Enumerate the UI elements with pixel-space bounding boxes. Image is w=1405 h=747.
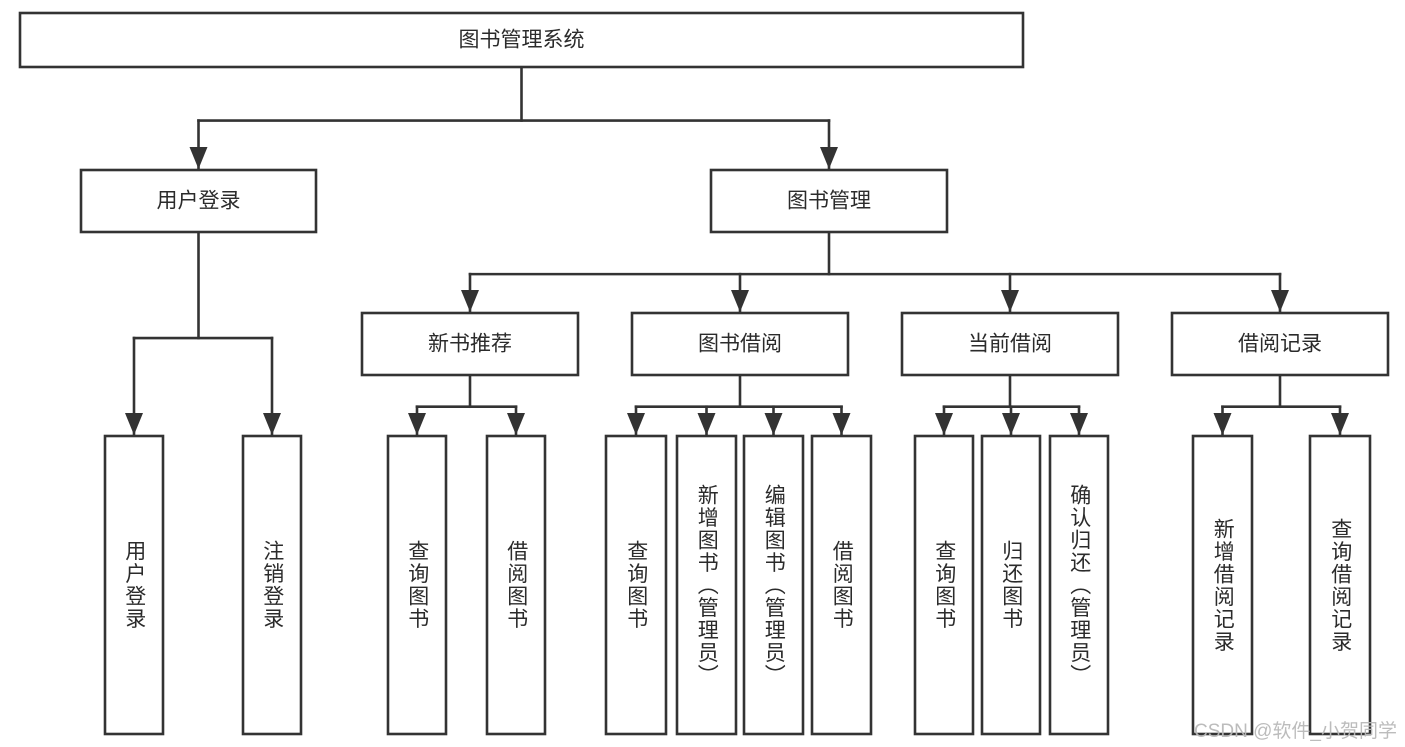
node-box-user-login[interactable] xyxy=(79,168,318,234)
node-box-leaf-edit-book-admin[interactable] xyxy=(742,434,805,736)
arrow-head-icon xyxy=(935,413,953,435)
arrow-head-icon xyxy=(125,413,143,435)
node-box-leaf-borrow-book-rec[interactable] xyxy=(485,434,547,736)
arrow-head-icon xyxy=(189,147,208,169)
node-box-book-borrow[interactable] xyxy=(630,311,850,377)
node-box-leaf-add-book-admin[interactable] xyxy=(675,434,738,736)
arrow-head-icon xyxy=(408,413,426,435)
node-box-leaf-return-book[interactable] xyxy=(980,434,1042,736)
arrow-head-icon xyxy=(263,413,281,435)
node-label-book-manage: 图书管理 xyxy=(787,190,871,213)
arrow-head-icon xyxy=(1271,290,1289,312)
arrow-head-icon xyxy=(820,147,838,169)
arrow-head-icon xyxy=(764,413,783,435)
arrow-head-icon xyxy=(1002,413,1020,435)
node-label-borrow-record: 借阅记录 xyxy=(1238,333,1322,356)
node-box-leaf-query-book-rec[interactable] xyxy=(386,434,448,736)
node-label-current-borrow: 当前借阅 xyxy=(968,333,1052,356)
arrow-head-icon xyxy=(507,413,525,435)
arrow-head-icon xyxy=(1331,413,1349,435)
arrow-head-icon xyxy=(697,413,716,435)
node-box-current-borrow[interactable] xyxy=(900,311,1120,377)
arrow-head-icon xyxy=(1213,413,1232,435)
csdn-watermark: CSDN @软件_小贺同学 xyxy=(1194,721,1397,742)
node-label-new-book-recommend: 新书推荐 xyxy=(428,333,512,356)
node-box-book-manage[interactable] xyxy=(709,168,949,234)
node-box-leaf-add-borrow-record[interactable] xyxy=(1191,434,1254,736)
node-box-leaf-query-book-borrow[interactable] xyxy=(604,434,668,736)
arrow-head-icon xyxy=(461,290,479,312)
node-box-leaf-borrow-book[interactable] xyxy=(810,434,873,736)
arrow-head-icon xyxy=(627,413,645,435)
node-box-borrow-record[interactable] xyxy=(1170,311,1390,377)
node-label-book-borrow: 图书借阅 xyxy=(698,333,782,356)
arrow-head-icon xyxy=(1070,413,1088,435)
arrow-head-icon xyxy=(1001,290,1019,312)
arrow-head-icon xyxy=(832,413,851,435)
node-box-leaf-logout-login[interactable] xyxy=(241,434,303,736)
node-box-leaf-confirm-return-admin[interactable] xyxy=(1048,434,1110,736)
node-box-new-book-recommend[interactable] xyxy=(360,311,580,377)
node-box-leaf-user-login[interactable] xyxy=(103,434,165,736)
node-label-user-login: 用户登录 xyxy=(157,190,241,213)
connector-lines xyxy=(125,65,1349,437)
node-label-root: 图书管理系统 xyxy=(459,29,585,52)
node-box-root[interactable] xyxy=(18,11,1025,69)
node-box-leaf-query-borrow-record[interactable] xyxy=(1308,434,1372,736)
node-boxes xyxy=(18,11,1390,736)
arrow-head-icon xyxy=(731,290,749,312)
node-box-leaf-query-book-current[interactable] xyxy=(913,434,975,736)
